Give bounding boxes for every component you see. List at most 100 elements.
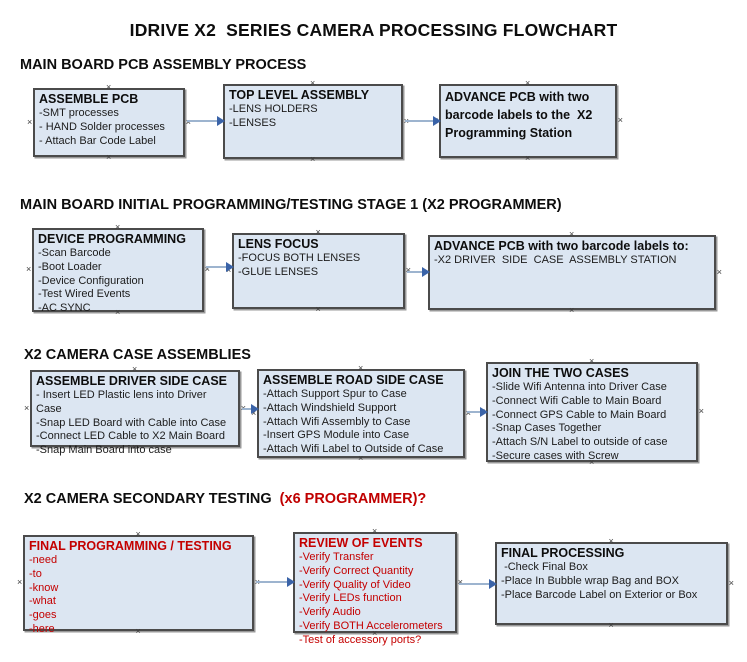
connection-point-top-icon: ×: [135, 529, 141, 539]
node-item: -Scan Barcode: [38, 247, 111, 259]
node-title: ASSEMBLE PCB: [39, 92, 139, 106]
node-assemble-driver-side-case: ASSEMBLE DRIVER SIDE CASE - Insert LED P…: [24, 365, 246, 457]
node-item: -Connect Wifi Cable to Main Board: [492, 394, 662, 407]
node-final-processing: FINAL PROCESSING -Check Final Box -Place…: [489, 537, 734, 630]
page-title: IDRIVE X2 SERIES CAMERA PROCESSING FLOWC…: [129, 20, 618, 40]
heading-black-part: X2 CAMERA SECONDARY TESTING: [24, 491, 280, 507]
node-item: -Verify LEDs function: [299, 592, 402, 605]
flow-arrow: [256, 577, 295, 587]
section-heading-secondary-testing: X2 CAMERA SECONDARY TESTING (x6 PROGRAMM…: [24, 491, 426, 507]
heading-red-part: (x6 PROGRAMMER)?: [279, 491, 427, 507]
node-item: -LENS HOLDERS: [229, 103, 318, 115]
node-item: -know: [29, 581, 59, 594]
node-assemble-road-side-case: ASSEMBLE ROAD SIDE CASE -Attach Support …: [251, 364, 471, 463]
node-title: FINAL PROGRAMMING / TESTING: [29, 539, 232, 553]
node-title: JOIN THE TWO CASES: [492, 366, 629, 380]
connection-point-bottom-icon: ×: [569, 305, 575, 315]
node-review-of-events: REVIEW OF EVENTS -Verify Transfer -Verif…: [287, 527, 463, 646]
node-item: -Verify Quality of Video: [299, 578, 411, 591]
node-item: -LENSES: [229, 116, 277, 129]
node-item: -to: [29, 567, 42, 580]
flow-arrow: [459, 579, 497, 589]
node-item: -Connect GPS Cable to Main Board: [492, 408, 667, 421]
connection-point-bottom-icon: ×: [608, 620, 614, 630]
node-item: -GLUE LENSES: [238, 265, 319, 278]
connection-point-bottom-icon: ×: [525, 153, 531, 163]
connection-point-top-icon: ×: [315, 227, 321, 237]
node-item: -Verify Audio: [299, 606, 361, 619]
node-item: -FOCUS BOTH LENSES: [238, 252, 361, 264]
connection-point-right-icon: ×: [186, 117, 191, 127]
node-item: -Place Barcode Label on Exterior or Box: [501, 588, 698, 601]
connection-point-left-icon: ×: [27, 116, 33, 127]
node-item: -Connect LED Cable to X2 Main Board: [36, 430, 225, 443]
connection-point-top-icon: ×: [106, 82, 112, 92]
node-item: -Device Configuration: [38, 274, 144, 287]
node-assemble-pcb: ASSEMBLE PCB -SMT processes - HAND Solde…: [27, 83, 191, 162]
node-title: LENS FOCUS: [238, 237, 319, 251]
connection-point-right-icon: ×: [716, 266, 722, 277]
node-item: -Snap Cases Together: [492, 422, 602, 435]
node-title: REVIEW OF EVENTS: [299, 536, 423, 550]
node-title: ADVANCE PCB with two barcode labels to t…: [445, 90, 596, 140]
node-item: -Test of accessory ports?: [299, 633, 422, 646]
connection-point-left-icon: ×: [17, 577, 23, 587]
node-title: ASSEMBLE ROAD SIDE CASE: [263, 373, 444, 387]
node-item: -need: [29, 554, 58, 566]
flow-arrow: [467, 407, 488, 417]
flow-arrow: [206, 262, 234, 272]
connection-point-bottom-icon: ×: [310, 154, 316, 164]
node-join-the-two-cases: JOIN THE TWO CASES -Slide Wifi Antenna i…: [480, 357, 704, 467]
connection-point-right-icon: ×: [698, 406, 704, 416]
node-advance-pcb-programming-station: ADVANCE PCB with two barcode labels to t…: [433, 79, 623, 163]
node-final-programming-testing: FINAL PROGRAMMING / TESTING -need -to -k…: [17, 530, 260, 636]
connection-point-top-icon: ×: [608, 536, 614, 546]
node-item: -AC SYNC: [38, 302, 91, 315]
node-item: - HAND Solder processes: [39, 120, 165, 133]
node-item: -Slide Wifi Antenna into Driver Case: [492, 381, 667, 393]
section-heading-initial-programming: MAIN BOARD INITIAL PROGRAMMING/TESTING S…: [20, 197, 562, 213]
connection-point-top-icon: ×: [589, 356, 595, 366]
connection-point-top-icon: ×: [569, 229, 575, 239]
connection-point-top-icon: ×: [525, 78, 531, 88]
connection-point-bottom-icon: ×: [315, 304, 321, 314]
section-heading-pcb-assembly: MAIN BOARD PCB ASSEMBLY PROCESS: [20, 57, 307, 73]
flow-arrow: [187, 116, 225, 126]
node-lens-focus: LENS FOCUS -FOCUS BOTH LENSES -GLUE LENS…: [226, 228, 411, 314]
node-item: -Boot Loader: [38, 260, 102, 273]
node-item: -Secure cases with Screw: [492, 449, 619, 462]
section-heading-case-assemblies: X2 CAMERA CASE ASSEMBLIES: [24, 347, 251, 363]
node-item: -Attach S/N Label to outside of case: [492, 436, 668, 449]
node-item: -Test Wired Events: [38, 288, 131, 301]
flow-arrow: [405, 116, 441, 126]
node-title: TOP LEVEL ASSEMBLY: [229, 88, 370, 102]
node-item: -Snap LED Board with Cable into Case: [36, 416, 227, 429]
node-title: ADVANCE PCB with two barcode labels to:: [434, 239, 689, 253]
node-item: -Verify BOTH Accelerometers: [299, 619, 443, 632]
node-device-programming: DEVICE PROGRAMMING -Scan Barcode -Boot L…: [26, 223, 210, 317]
node-item: -Attach Windshield Support: [263, 401, 397, 414]
node-item: -X2 DRIVER SIDE CASE ASSEMBLY STATION: [434, 254, 677, 266]
node-top-level-assembly: TOP LEVEL ASSEMBLY -LENS HOLDERS -LENSES…: [217, 79, 409, 164]
connection-point-right-icon: ×: [466, 408, 471, 418]
connection-point-right-icon: ×: [728, 577, 734, 588]
node-item: -Insert GPS Module into Case: [263, 429, 410, 442]
flow-arrow: [407, 267, 430, 277]
node-item: -Attach Wifi Assembly to Case: [263, 415, 411, 428]
connection-point-left-icon: ×: [26, 264, 32, 274]
node-item: -what: [29, 595, 56, 608]
node-item: -Attach Support Spur to Case: [263, 388, 407, 400]
node-title: ASSEMBLE DRIVER SIDE CASE: [36, 374, 228, 388]
node-item: - Attach Bar Code Label: [39, 134, 156, 147]
node-item: -goes: [29, 609, 57, 622]
connection-point-top-icon: ×: [132, 364, 138, 374]
connection-point-top-icon: ×: [372, 526, 378, 536]
connection-point-top-icon: ×: [358, 363, 364, 373]
node-item: -SMT processes: [39, 107, 119, 119]
flow-arrow: [242, 404, 259, 414]
node-item: -Check Final Box: [501, 561, 588, 573]
node-title: DEVICE PROGRAMMING: [38, 232, 186, 246]
node-item: -Snap Main Board into case: [36, 444, 172, 457]
node-item: -Verify Transfer: [299, 551, 374, 563]
